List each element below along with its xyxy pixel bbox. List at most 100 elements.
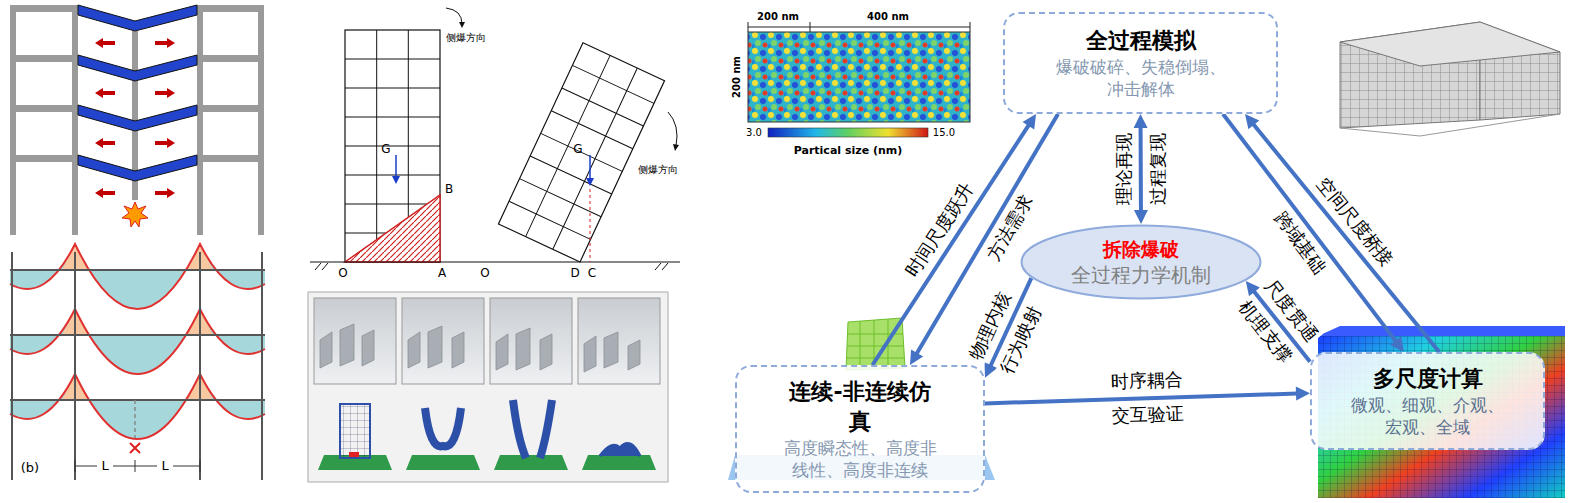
- toppling-figure-part: [446, 8, 462, 24]
- blast-frame-figure-part: [197, 5, 264, 12]
- blast-frame-figure-part: [78, 155, 197, 181]
- arrow-head: [1246, 281, 1260, 296]
- blast-frame-figure-part: [10, 55, 78, 62]
- moment-diagram-part: [10, 270, 265, 400]
- dimension-label: 200 nm: [757, 11, 799, 23]
- moment-diagram-part: [134, 400, 136, 438]
- moment-diagram-part: [10, 244, 265, 309]
- toppling-figure-part-part: [498, 43, 664, 262]
- blast-frame-figure-part: [78, 55, 197, 81]
- simulation-strip: [308, 292, 668, 482]
- figure-tag: (b): [21, 461, 39, 476]
- process-box: 连续-非连续仿真高度瞬态性、高度非线性、高度非连续: [735, 365, 985, 493]
- blast-frame-figure-part: [10, 105, 78, 112]
- blast-frame-figure-part: [72, 5, 78, 235]
- toppling-figure-part: [589, 155, 591, 180]
- blast-frame-figure-part: [197, 55, 264, 62]
- node-body: 高度瞬态性、高度非线性、高度非连续: [781, 437, 939, 481]
- simulation-strip-part: [494, 455, 568, 470]
- simulation-strip-part: [425, 408, 461, 446]
- blast-frame-figure: [10, 5, 264, 235]
- node-title: 连续-非连续仿真: [781, 377, 939, 437]
- moment-diagram-part: [10, 309, 265, 374]
- blast-frame-figure-part: [78, 5, 197, 31]
- toppling-figure-part: [668, 112, 677, 146]
- toppling-figure-part: [345, 30, 440, 262]
- blast-frame-figure-part: [10, 5, 78, 12]
- blast-frame-figure-part: [132, 131, 138, 171]
- arrow-head: [1296, 387, 1310, 401]
- moment-diagram-part: [130, 443, 140, 453]
- blast-frame-figure-part: [197, 105, 264, 112]
- blast-frame-figure-part: [122, 202, 148, 227]
- simulation-strip-part: [582, 455, 656, 470]
- moment-diagram-part: [10, 374, 265, 439]
- blast-frame-figure-part: [132, 81, 138, 121]
- toppling-figure-part: [590, 189, 591, 262]
- multiscale-block-part: [1318, 326, 1565, 336]
- dimension-label: 200 nm: [731, 56, 743, 98]
- point-label: G: [573, 143, 582, 157]
- toppling-figure-part-part: [498, 43, 664, 262]
- moment-diagram-part: [10, 374, 265, 439]
- ellipse-shape: [1022, 226, 1261, 299]
- connector-line: [1253, 124, 1439, 352]
- blast-frame-figure-part: [197, 155, 264, 162]
- scale-title: Partical size (nm): [794, 145, 903, 158]
- simulation-strip-part: [349, 452, 359, 457]
- blast-frame-figure-part: [10, 155, 78, 162]
- simulation-strip-part: [600, 444, 640, 457]
- connector-line: [985, 394, 1297, 404]
- blast-frame-figure-part: [155, 138, 175, 148]
- scale-value: 3.0: [746, 127, 762, 139]
- edge-label: 交互验证: [1110, 404, 1187, 427]
- blast-frame-figure-part: [155, 88, 175, 98]
- blast-frame-figure-part: [258, 5, 264, 235]
- simulation-strip-part: [308, 292, 668, 482]
- point-label: B: [445, 183, 453, 197]
- arrow-head: [1022, 114, 1036, 130]
- node-title: 多尺度计算: [1351, 364, 1504, 394]
- edge-label: 时间尺度跃升: [901, 178, 979, 283]
- process-box: 多尺度计算微观、细观、介观、宏观、全域: [1310, 352, 1545, 450]
- node-title: 拆除爆破: [1103, 237, 1179, 262]
- simulation-strip-part: [320, 324, 640, 372]
- toppling-figure-part: [395, 155, 397, 178]
- blast-frame-figure-part: [95, 38, 115, 48]
- point-label: A: [438, 267, 446, 281]
- scale-value: 15.0: [933, 127, 955, 139]
- blast-frame-figure-part: [155, 188, 175, 198]
- moment-diagram-part: [10, 309, 265, 374]
- blast-frame-figure-part: [132, 31, 138, 71]
- toppling-figure-part: [586, 178, 594, 186]
- edge-label: 理论再现: [1113, 131, 1134, 207]
- direction-note: 侧爆方向: [446, 32, 486, 44]
- toppling-figure-part: [310, 261, 680, 262]
- direction-note: 侧爆方向: [638, 164, 678, 176]
- point-label: G: [381, 143, 390, 157]
- toppling-figure-part: [459, 22, 465, 28]
- blast-frame-figure-part: [95, 88, 115, 98]
- blast-frame-figure-part: [197, 5, 203, 235]
- core-ellipse: 拆除爆破全过程力学机制: [1020, 224, 1262, 300]
- arrow-head: [910, 349, 923, 365]
- blast-frame-figure-part: [10, 5, 16, 235]
- edge-label: 过程复现: [1147, 131, 1168, 207]
- moment-diagram-part: [75, 460, 200, 472]
- connector-line: [1139, 127, 1143, 211]
- building-model-part: [1340, 22, 1560, 66]
- particle-model-part: [748, 32, 970, 122]
- simulation-strip-part: [340, 404, 370, 458]
- toppling-figure-part: [673, 144, 679, 151]
- blast-frame-figure-part: [132, 181, 138, 200]
- blast-frame-figure-part: [95, 138, 115, 148]
- toppling-figure-part: [345, 30, 440, 262]
- toppling-figure: [310, 8, 680, 270]
- particle-model-part: [748, 22, 970, 32]
- arrow-head: [1134, 210, 1148, 224]
- node-body: 微观、细观、介观、宏观、全域: [1351, 394, 1504, 438]
- toppling-figure-part: [498, 43, 664, 262]
